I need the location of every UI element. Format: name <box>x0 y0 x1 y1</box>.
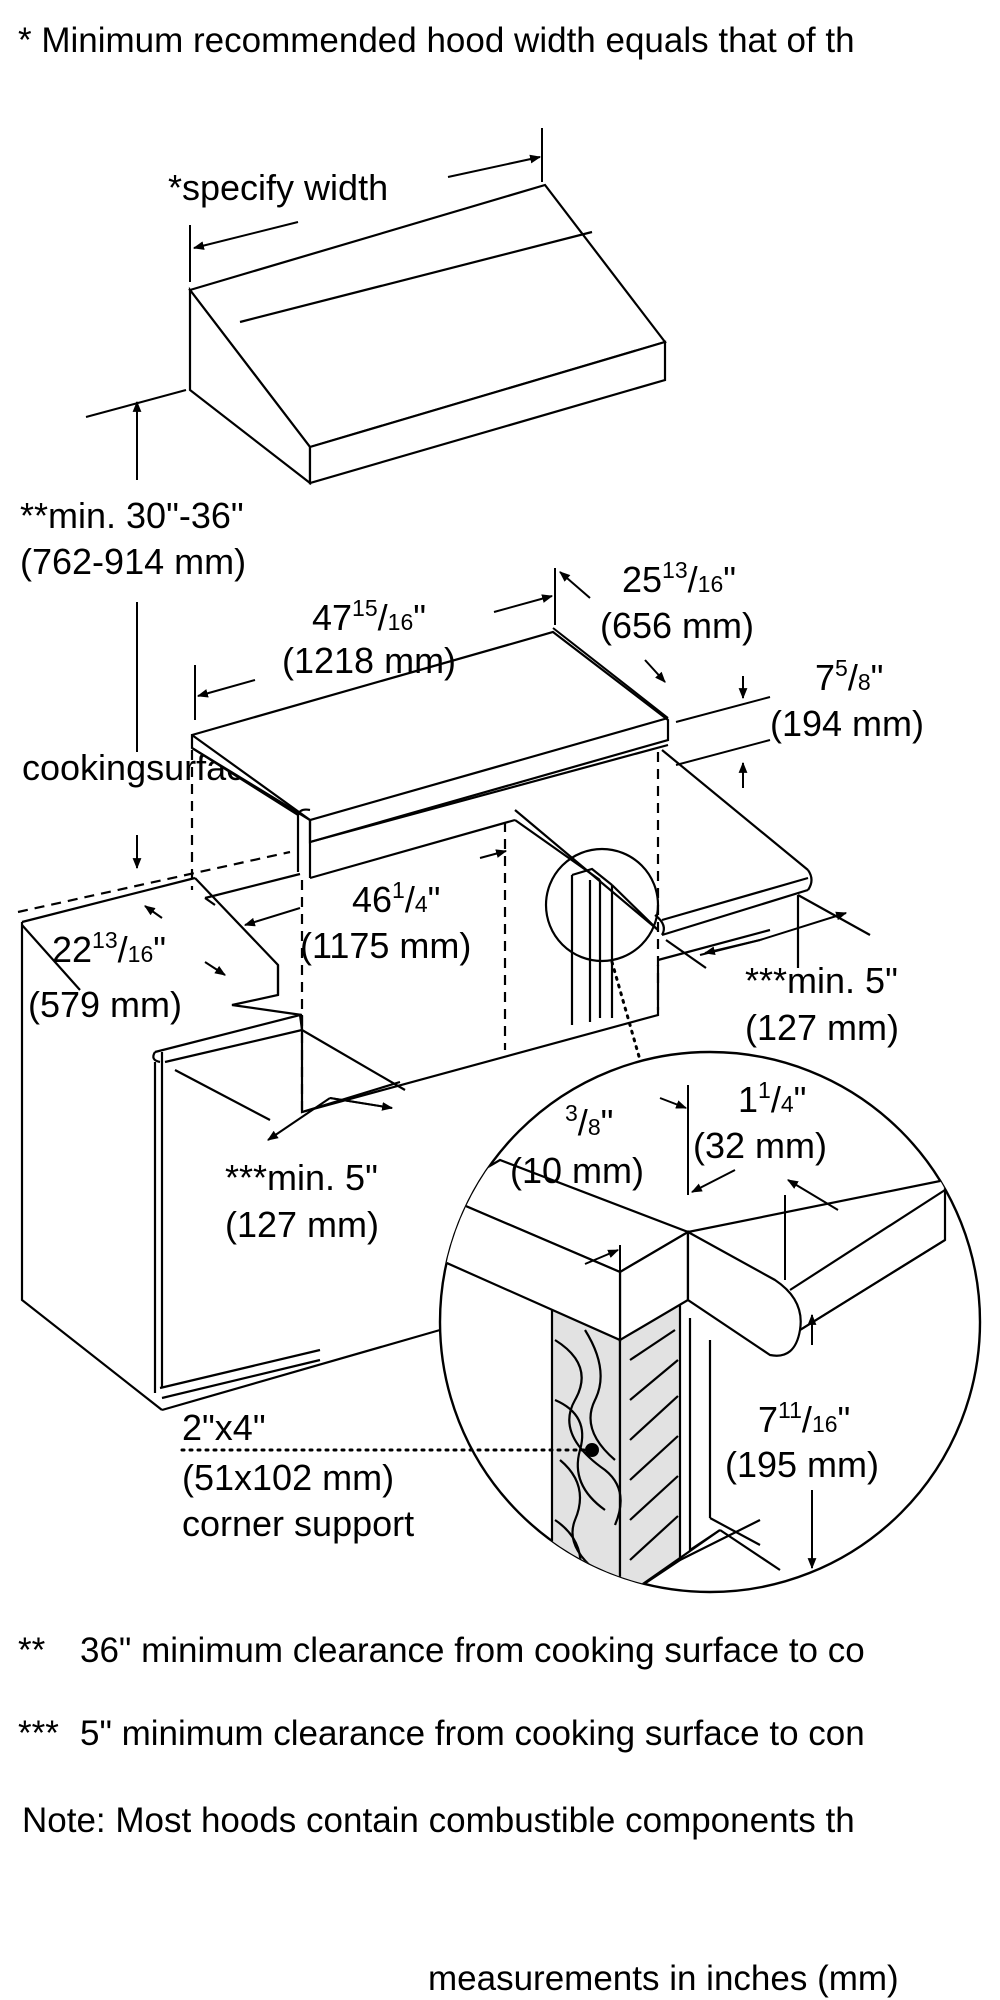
corner-support-mm: (51x102 mm) <box>182 1457 394 1498</box>
detail-71116-whole: 7 <box>758 1399 778 1440</box>
width-whole: 47 <box>312 597 352 638</box>
projection-lines <box>190 750 660 1110</box>
svg-text:461/4": 461/4" <box>352 877 440 920</box>
svg-text:3/8": 3/8" <box>565 1100 613 1143</box>
right-clearance-mm: (127 mm) <box>745 1007 899 1048</box>
footnote-double-star-mark: ** <box>18 1631 46 1670</box>
cooktop-height-mm: (194 mm) <box>770 703 924 744</box>
height-whole: 7 <box>815 657 835 698</box>
hood-width-dimension: *specify width <box>168 128 543 282</box>
width-den: 16 <box>388 609 414 635</box>
detail-38-den: 8 <box>588 1114 601 1140</box>
svg-text:711/16": 711/16" <box>758 1397 850 1440</box>
wood-post <box>550 1298 622 1592</box>
height-den: 8 <box>858 669 871 695</box>
height-num: 5 <box>835 655 848 681</box>
detail-38-mm: (10 mm) <box>510 1150 644 1191</box>
detail-38-num: 3 <box>565 1100 578 1126</box>
corner-support-size: 2"x4" <box>182 1407 266 1448</box>
min-height-mm-label: (762-914 mm) <box>20 541 246 582</box>
footnotes: ** 36" minimum clearance from cooking su… <box>18 1631 899 1998</box>
svg-text:4715/16": 4715/16" <box>312 595 426 638</box>
detail-114-whole: 1 <box>738 1079 758 1120</box>
detail-dimensions: 3/8" (10 mm) 11/4" (32 mm) 711/16" (195 … <box>510 1077 879 1570</box>
corner-support-callout: 2"x4" (51x102 mm) corner support <box>180 1407 599 1544</box>
cutout-num: 1 <box>392 877 405 903</box>
left-clearance-mm: (127 mm) <box>225 1204 379 1245</box>
range-hood <box>188 183 667 486</box>
cooktop-depth-mm: (656 mm) <box>600 605 754 646</box>
corner-support-label: corner support <box>182 1503 414 1544</box>
svg-text:2213/16": 2213/16" <box>52 927 166 970</box>
mounting-height-dimension: **min. 30"-36" (762-914 mm) cookingsurfa… <box>17 389 291 914</box>
detail-114-den: 4 <box>781 1091 794 1117</box>
side-depth-dimension: 2213/16" (579 mm) <box>28 905 226 1025</box>
min-width-note: * Minimum recommended hood width equals … <box>18 21 855 60</box>
cooktop-width-mm: (1218 mm) <box>282 640 456 681</box>
units-caption: measurements in inches (mm) <box>428 1959 899 1998</box>
svg-text:2513/16": 2513/16" <box>622 557 736 600</box>
min-height-label: **min. 30"-36" <box>20 495 244 536</box>
footnote-double-star-text: 36" minimum clearance from cooking surfa… <box>80 1631 865 1670</box>
cooktop-outline <box>190 630 670 881</box>
cooktop-width-dimension: 4715/16" (1218 mm) <box>194 568 556 720</box>
cabinet-and-countertop <box>20 749 871 1412</box>
cooktop-depth-dimension: 2513/16" (656 mm) <box>552 557 754 719</box>
left-clearance-label: ***min. 5" <box>225 1157 378 1198</box>
side-num: 13 <box>92 927 118 953</box>
specify-width-label: *specify width <box>168 167 388 208</box>
width-num: 15 <box>352 595 378 621</box>
detail-callout-leader <box>610 960 642 1062</box>
left-clearance-dimension: ***min. 5" (127 mm) <box>225 1097 394 1245</box>
depth-den: 16 <box>698 571 724 597</box>
side-whole: 22 <box>52 929 92 970</box>
cutout-whole: 46 <box>352 879 392 920</box>
cutout-width-dimension: 461/4" (1175 mm) <box>243 849 508 966</box>
cutout-width-mm: (1175 mm) <box>300 925 471 966</box>
footnote-note: Note: Most hoods contain combustible com… <box>22 1801 855 1840</box>
detail-view <box>438 1050 982 1594</box>
depth-whole: 25 <box>622 559 662 600</box>
side-depth-mm: (579 mm) <box>28 984 182 1025</box>
detail-71116-mm: (195 mm) <box>725 1444 879 1485</box>
side-den: 16 <box>128 941 154 967</box>
detail-71116-num: 11 <box>778 1397 802 1423</box>
cooktop-height-dimension: 75/8" (194 mm) <box>675 655 924 788</box>
right-clearance-label: ***min. 5" <box>745 960 898 1001</box>
detail-114-mm: (32 mm) <box>693 1125 827 1166</box>
detail-71116-den: 16 <box>812 1411 838 1437</box>
svg-text:75/8": 75/8" <box>815 655 883 698</box>
footnote-triple-star-mark: *** <box>18 1714 59 1753</box>
detail-114-num: 1 <box>758 1077 771 1103</box>
corner-support-dot <box>585 1443 599 1457</box>
right-clearance-dimension: ***min. 5" (127 mm) <box>699 911 899 1048</box>
depth-num: 13 <box>662 557 688 583</box>
cutout-den: 4 <box>415 891 428 917</box>
footnote-triple-star-text: 5" minimum clearance from cooking surfac… <box>80 1714 865 1753</box>
svg-text:11/4": 11/4" <box>738 1077 806 1120</box>
detail-callout-circle <box>544 847 660 963</box>
